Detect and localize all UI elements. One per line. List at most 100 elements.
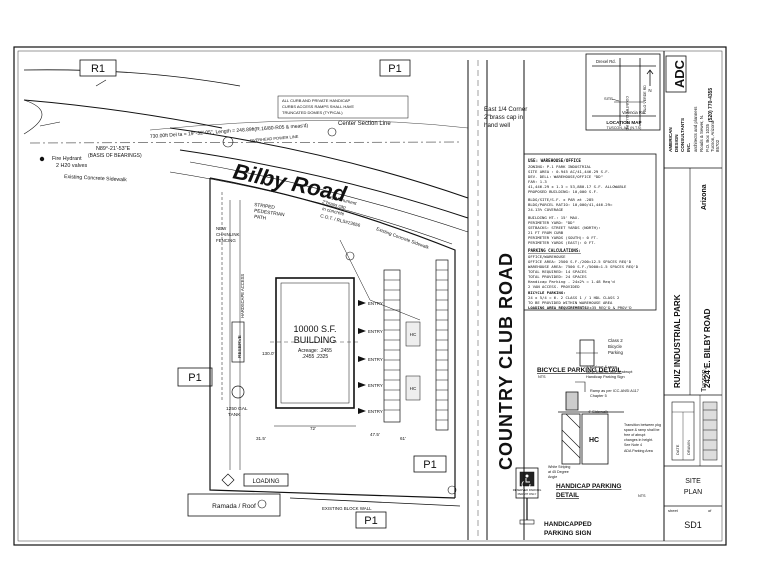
bearing-basis-label: (BASIS OF BEARINGS) <box>88 153 142 159</box>
parking-line-3: TOTAL REQUIRED: 14 SPACES <box>528 269 587 274</box>
dimension-61: 61' <box>400 436 406 441</box>
coverage-line-1: BLDG/PARCEL RATIO: 10,000/41,446.29= <box>528 202 613 207</box>
sheet-of-label: of <box>708 508 712 513</box>
project-city: Tucson, <box>701 367 708 392</box>
bicycle-parking-detail: Class 2 Bicycle Parking BICYCLE PARKING … <box>537 338 623 379</box>
handicap-parking-detail: HC 4' Sidewalk 1:12 slope & ramp ramp sh… <box>548 365 661 499</box>
transition-note-3: free of abrupt <box>624 433 645 437</box>
firm-address-2: Tucson, Arizona <box>710 120 715 152</box>
transition-note-5: See Note 4 <box>624 443 642 447</box>
entry-3: ENTRY <box>368 357 383 362</box>
firm-logo-text: ADC <box>672 59 687 88</box>
sign-permit: PERMIT ONLY <box>518 492 537 496</box>
use-line-0: ZONING: P-1 PARK INDUSTRIAL <box>528 164 592 169</box>
striped-path-label-3: PATH <box>254 214 267 222</box>
handicap-detail-title-2: DETAIL <box>556 492 579 499</box>
zone-p1-right: P1 <box>423 459 436 471</box>
survey-label-2: 2"brass cap <box>322 199 347 210</box>
new-fence-label-2: CHAINLINK <box>216 232 239 237</box>
striped-path-label-1: STRIPED <box>254 202 276 211</box>
building-area: 10000 S.F. <box>293 324 336 334</box>
hydrant-label-2: 2 H20 valves <box>56 163 87 169</box>
loading-title: LOADING AREA REQUIREMENTS: <box>528 305 589 310</box>
white-stripe-2: at 45 Degree <box>548 470 569 474</box>
class2-label-3: Parking <box>608 350 623 355</box>
hydrant-label-1: Fire Hydrant <box>52 156 82 162</box>
height-line-2: SETBACKS: STREET YARDS (NORTH): <box>528 225 601 230</box>
use-line-1: SITE AREA : 0.945 AC/41,446.29 S.F. <box>528 169 610 174</box>
use-line-3: FAR: 1.3 <box>528 179 547 184</box>
property-boundary: STRIPED PEDESTRIAN PATH NEW CHAINLINK FE… <box>209 177 456 499</box>
firm-name-1: AMERICAN <box>668 127 673 152</box>
height-line-5: PERIMETER YARDS (EAST): 0 FT. <box>528 240 596 245</box>
firm-tagline-2: Roads & Sewer, N. <box>699 115 704 152</box>
transition-note-1: Transition between pkg <box>624 423 661 427</box>
overhead-power-label: OVERHEAD POWER LINE <box>250 134 299 143</box>
zone-r1: R1 <box>91 63 105 75</box>
handicap-sign-title-2: PARKING SIGN <box>544 530 591 537</box>
loading-area: LOADING Ramada / Roof EXISTING BLOCK WAL… <box>187 473 461 517</box>
project-notes: USE: WAREHOUSE/OFFICE ZONING: P-1 PARK I… <box>523 153 657 311</box>
entry-1: ENTRY <box>368 301 383 306</box>
location-map-subtitle: TUSCON, AZ. (N.T.S) <box>607 126 642 130</box>
sheet-border <box>13 46 727 546</box>
street-valencia: Valencia Rd. <box>622 110 645 115</box>
parking-line-4: TOTAL PROVIDED: 24 SPACES <box>528 274 587 279</box>
height-line-1: PERIMETER YARD: "DD" <box>528 220 575 225</box>
dimension-72: 72' <box>310 426 316 431</box>
ramp-note-4: Ramp as per ICC-ANSI A117 <box>590 389 639 393</box>
center-section-line-label: Center Section Line <box>338 121 391 127</box>
reserve-label: RESERVE <box>237 335 243 358</box>
ramp-note-2: ramp shall be free of abrupt <box>586 370 633 374</box>
parking-line-2: WAREHOUSE AREA: 7500 S.F./5000=1.5 SPACE… <box>528 264 639 269</box>
hc-stall-label: HC <box>589 437 599 444</box>
firm-name-4: INC. <box>686 143 691 152</box>
project-address: 2424 E. BILBY ROAD <box>703 308 712 388</box>
fire-hydrant-icon <box>39 156 45 162</box>
site-arrow-icon <box>611 98 620 102</box>
entry-4: ENTRY <box>368 383 383 388</box>
sheet-title-1: SITE <box>685 478 701 485</box>
drawn-label: DRAWN <box>686 440 691 455</box>
sheet-title-2: PLAN <box>684 489 702 496</box>
bicycle-line-1: TO BE PROVIDED WITHIN WAREHOUSE AREA <box>528 300 613 305</box>
firm-phone: (520) 770-4355 <box>708 88 714 122</box>
building: 10000 S.F. BUILDING Acreage: .2455 .2455… <box>256 277 406 441</box>
handicap-note-2: CURBS ACCESS RAMPS SHALL HAVE <box>282 104 354 109</box>
hardscape-access-label: HARDSCAPE ACCESS <box>240 274 245 318</box>
firm-logo: ADC <box>665 55 687 93</box>
white-stripe-1: White Striping <box>548 465 570 469</box>
striped-path-label-2: PEDESTRIAN <box>254 208 286 218</box>
firm-tagline-1: architects and planners <box>693 106 698 152</box>
sidewalk-label: 4' Sidewalk <box>588 409 608 414</box>
corner-label-2: 2"brass cap in <box>484 114 524 121</box>
entry-2: ENTRY <box>368 329 383 334</box>
corner-label-3: hand well <box>484 122 510 129</box>
white-stripe-3: Angle <box>548 475 557 479</box>
existing-sidewalk-label: Existing Concrete Sidewalk <box>64 174 127 183</box>
firm-address-3: 85702 <box>715 139 720 152</box>
ramp-note-5: Chapter 5 <box>590 394 607 398</box>
hc-stall-1: HC <box>410 332 417 337</box>
site-marker-label: SITE <box>604 96 613 101</box>
transition-note-4: changes in height. <box>624 438 653 442</box>
project-name: RUIZ INDUSTRIAL PARK <box>673 294 682 388</box>
transition-note-2: space & ramp shall be <box>624 428 660 432</box>
coverage-line-0: BLDG/SITE/S.F. x PAR at .285 <box>528 197 594 202</box>
handicap-detail-title-1: HANDICAP PARKING <box>556 483 622 490</box>
loading-label: LOADING <box>252 479 279 485</box>
reserve-area: RESERVE 1250 GAL TANK <box>226 321 248 418</box>
zone-p1-top: P1 <box>388 63 401 75</box>
country-club-road: COUNTRY CLUB ROAD <box>467 60 525 540</box>
parking-title: PARKING CALCULATIONS: <box>528 248 581 253</box>
parking-line-6: 2 VAN ACCESS. PROVIDED <box>528 284 580 289</box>
dimension-130: 130.0' <box>262 351 274 356</box>
use-title: USE: WAREHOUSE/OFFICE <box>528 158 581 163</box>
country-club-road-label: COUNTRY CLUB ROAD <box>496 252 516 470</box>
handicap-sign: RESERVED PARKING PERMIT ONLY HANDICAPPED… <box>513 467 592 537</box>
corner-label-1: East 1/4 Corner <box>484 106 527 113</box>
architect-seal: DATE DRAWN <box>671 401 718 461</box>
handicap-note-3: TRUNCATED DOMES (TYPICAL) <box>282 110 343 115</box>
street-drexel: Drexel Rd. <box>596 59 616 64</box>
